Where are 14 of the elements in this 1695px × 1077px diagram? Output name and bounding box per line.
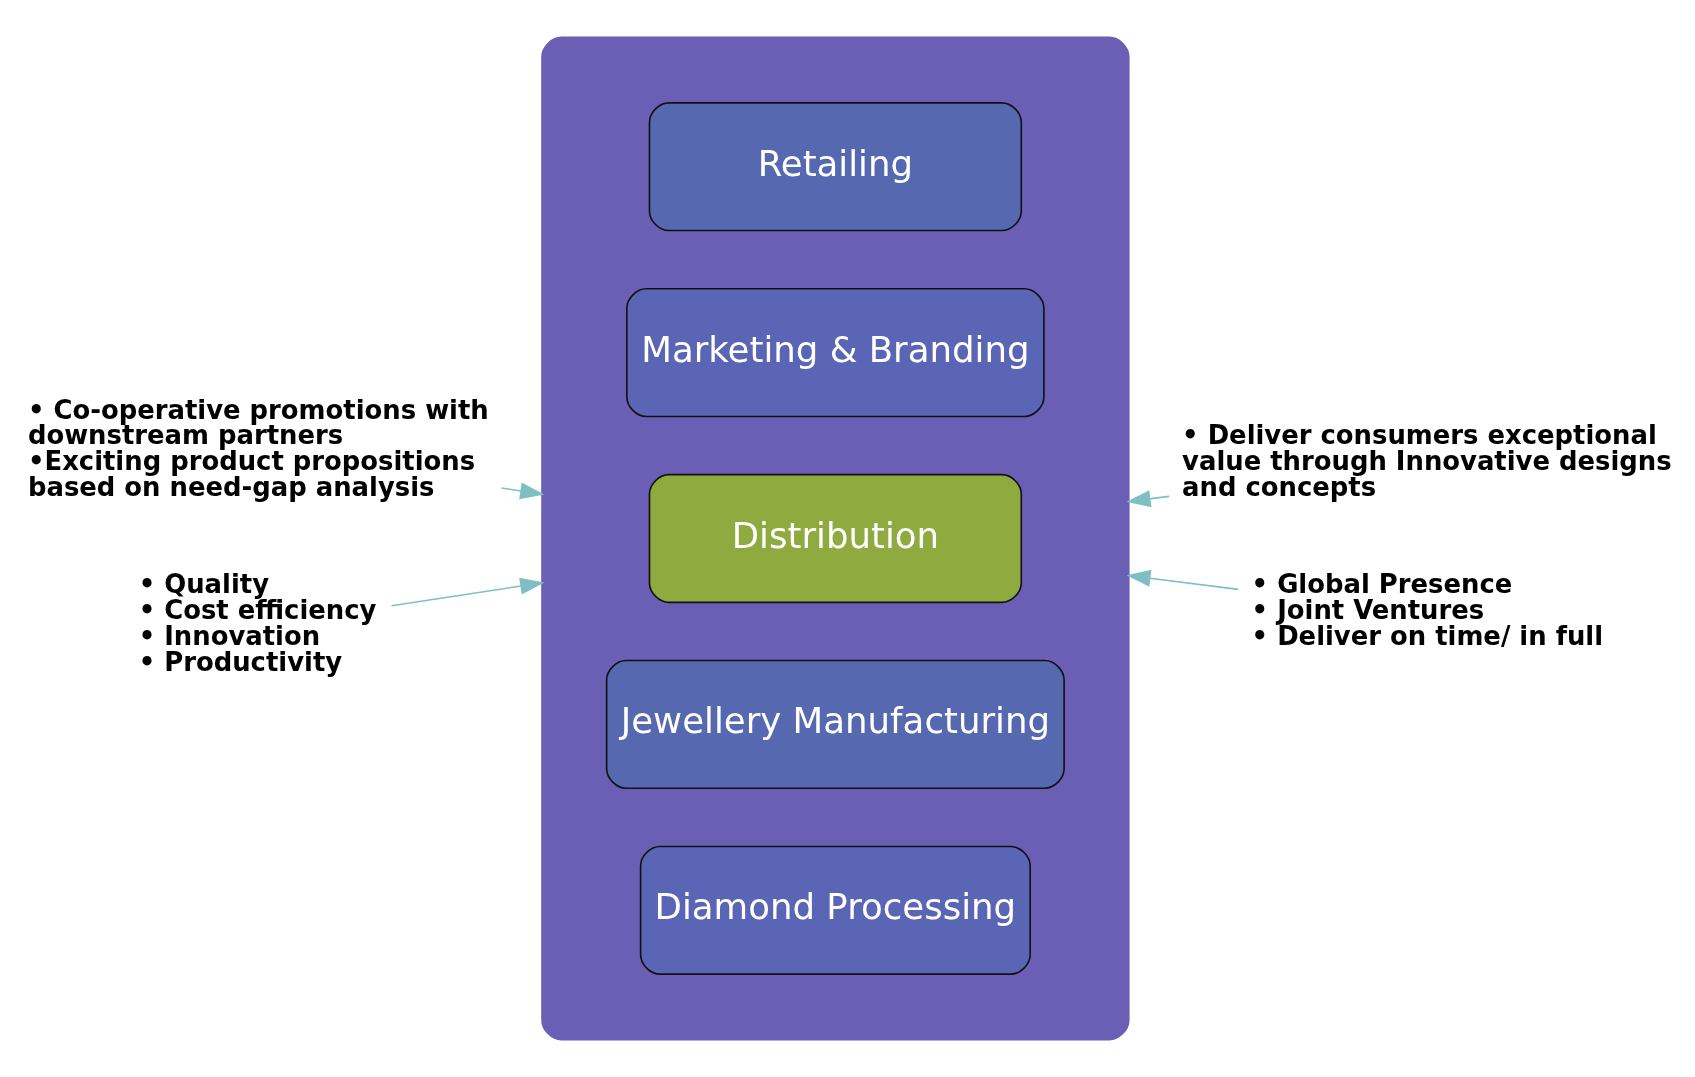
node-box: Diamond Processing bbox=[639, 845, 1031, 975]
cluster bbox=[541, 36, 1130, 1041]
arrow bbox=[390, 577, 545, 607]
arrow bbox=[1126, 490, 1170, 508]
node-text: • Deliver consumers exceptional value through Innovative designs and concepts bbox=[1182, 420, 1672, 503]
node-text: • Quality • Cost efficiency • Innovation • Productivity bbox=[138, 569, 377, 677]
arrow bbox=[500, 482, 545, 500]
node-text: • Co-operative promotions with downstream partners •Exciting product propositions based on need-gap analysis bbox=[27, 394, 489, 503]
node-box: Jewellery Manufacturing bbox=[605, 659, 1065, 790]
node-text: • Global Presence • Joint Ventures • Deliver on time/ in full bbox=[1251, 569, 1604, 651]
node-box: Distribution bbox=[648, 473, 1023, 604]
arrow bbox=[1126, 569, 1240, 591]
node-box: Marketing & Branding bbox=[626, 287, 1045, 418]
node-box: Retailing bbox=[648, 102, 1023, 232]
